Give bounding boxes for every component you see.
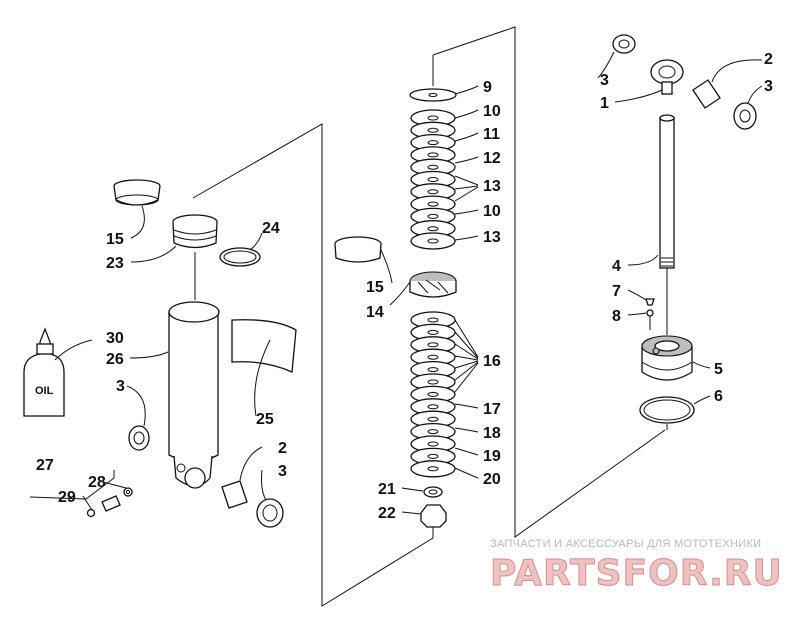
label-2: 2 [764,51,773,68]
label-14: 14 [366,304,384,321]
oil-bottle-text: OIL [35,385,54,397]
label-13: 13 [483,178,501,195]
shim-disc [410,146,456,164]
label-2: 2 [278,440,287,457]
label-6: 6 [714,388,723,405]
label-15: 15 [106,231,124,248]
shim-disc [410,232,456,250]
label-16: 16 [483,353,501,370]
label-11: 11 [483,126,500,143]
label-3: 3 [116,378,125,395]
label-3: 3 [278,463,287,480]
label-21: 21 [378,481,396,498]
shaft-group [612,34,757,430]
shim-disc [410,410,456,428]
label-10: 10 [483,103,501,120]
valve-stack [334,55,457,538]
label-26: 26 [106,351,124,368]
label-4: 4 [612,258,621,275]
watermark: ЗАПЧАСТИ И АКСЕССУАРЫ ДЛЯ МОТОТЕХНИКИ PA… [490,538,783,595]
label-22: 22 [378,505,396,522]
label-10: 10 [483,203,501,220]
label-3: 3 [600,72,609,89]
label-15: 15 [366,279,384,296]
leader-lines [54,51,763,515]
label-23: 23 [106,255,124,272]
label-17: 17 [483,401,501,418]
watermark-tagline: ЗАПЧАСТИ И АКСЕССУАРЫ ДЛЯ МОТОТЕХНИКИ [490,538,761,550]
label-24: 24 [262,220,280,237]
watermark-brand: PARTSFOR.RU [490,553,783,594]
label-19: 19 [483,448,501,465]
label-30: 30 [106,330,124,347]
label-3: 3 [764,78,773,95]
label-12: 12 [483,150,501,167]
frame-lines [192,26,666,607]
label-5: 5 [714,361,723,378]
label-13: 13 [483,229,501,246]
label-27: 27 [36,457,54,474]
label-28: 28 [88,474,106,491]
shim-disc [410,460,456,478]
label-18: 18 [483,425,501,442]
shim-disc [410,385,456,404]
label-25: 25 [256,411,274,428]
label-20: 20 [483,471,501,488]
reservoir-group: OIL [23,179,297,528]
label-9: 9 [483,79,492,96]
label-7: 7 [612,283,621,300]
callout-labels: 9 10 11 12 13 10 13 15 14 16 17 18 19 20… [36,51,773,522]
shim-disc [410,158,456,176]
label-1: 1 [600,95,609,112]
label-29: 29 [58,489,76,506]
label-8: 8 [612,308,621,325]
